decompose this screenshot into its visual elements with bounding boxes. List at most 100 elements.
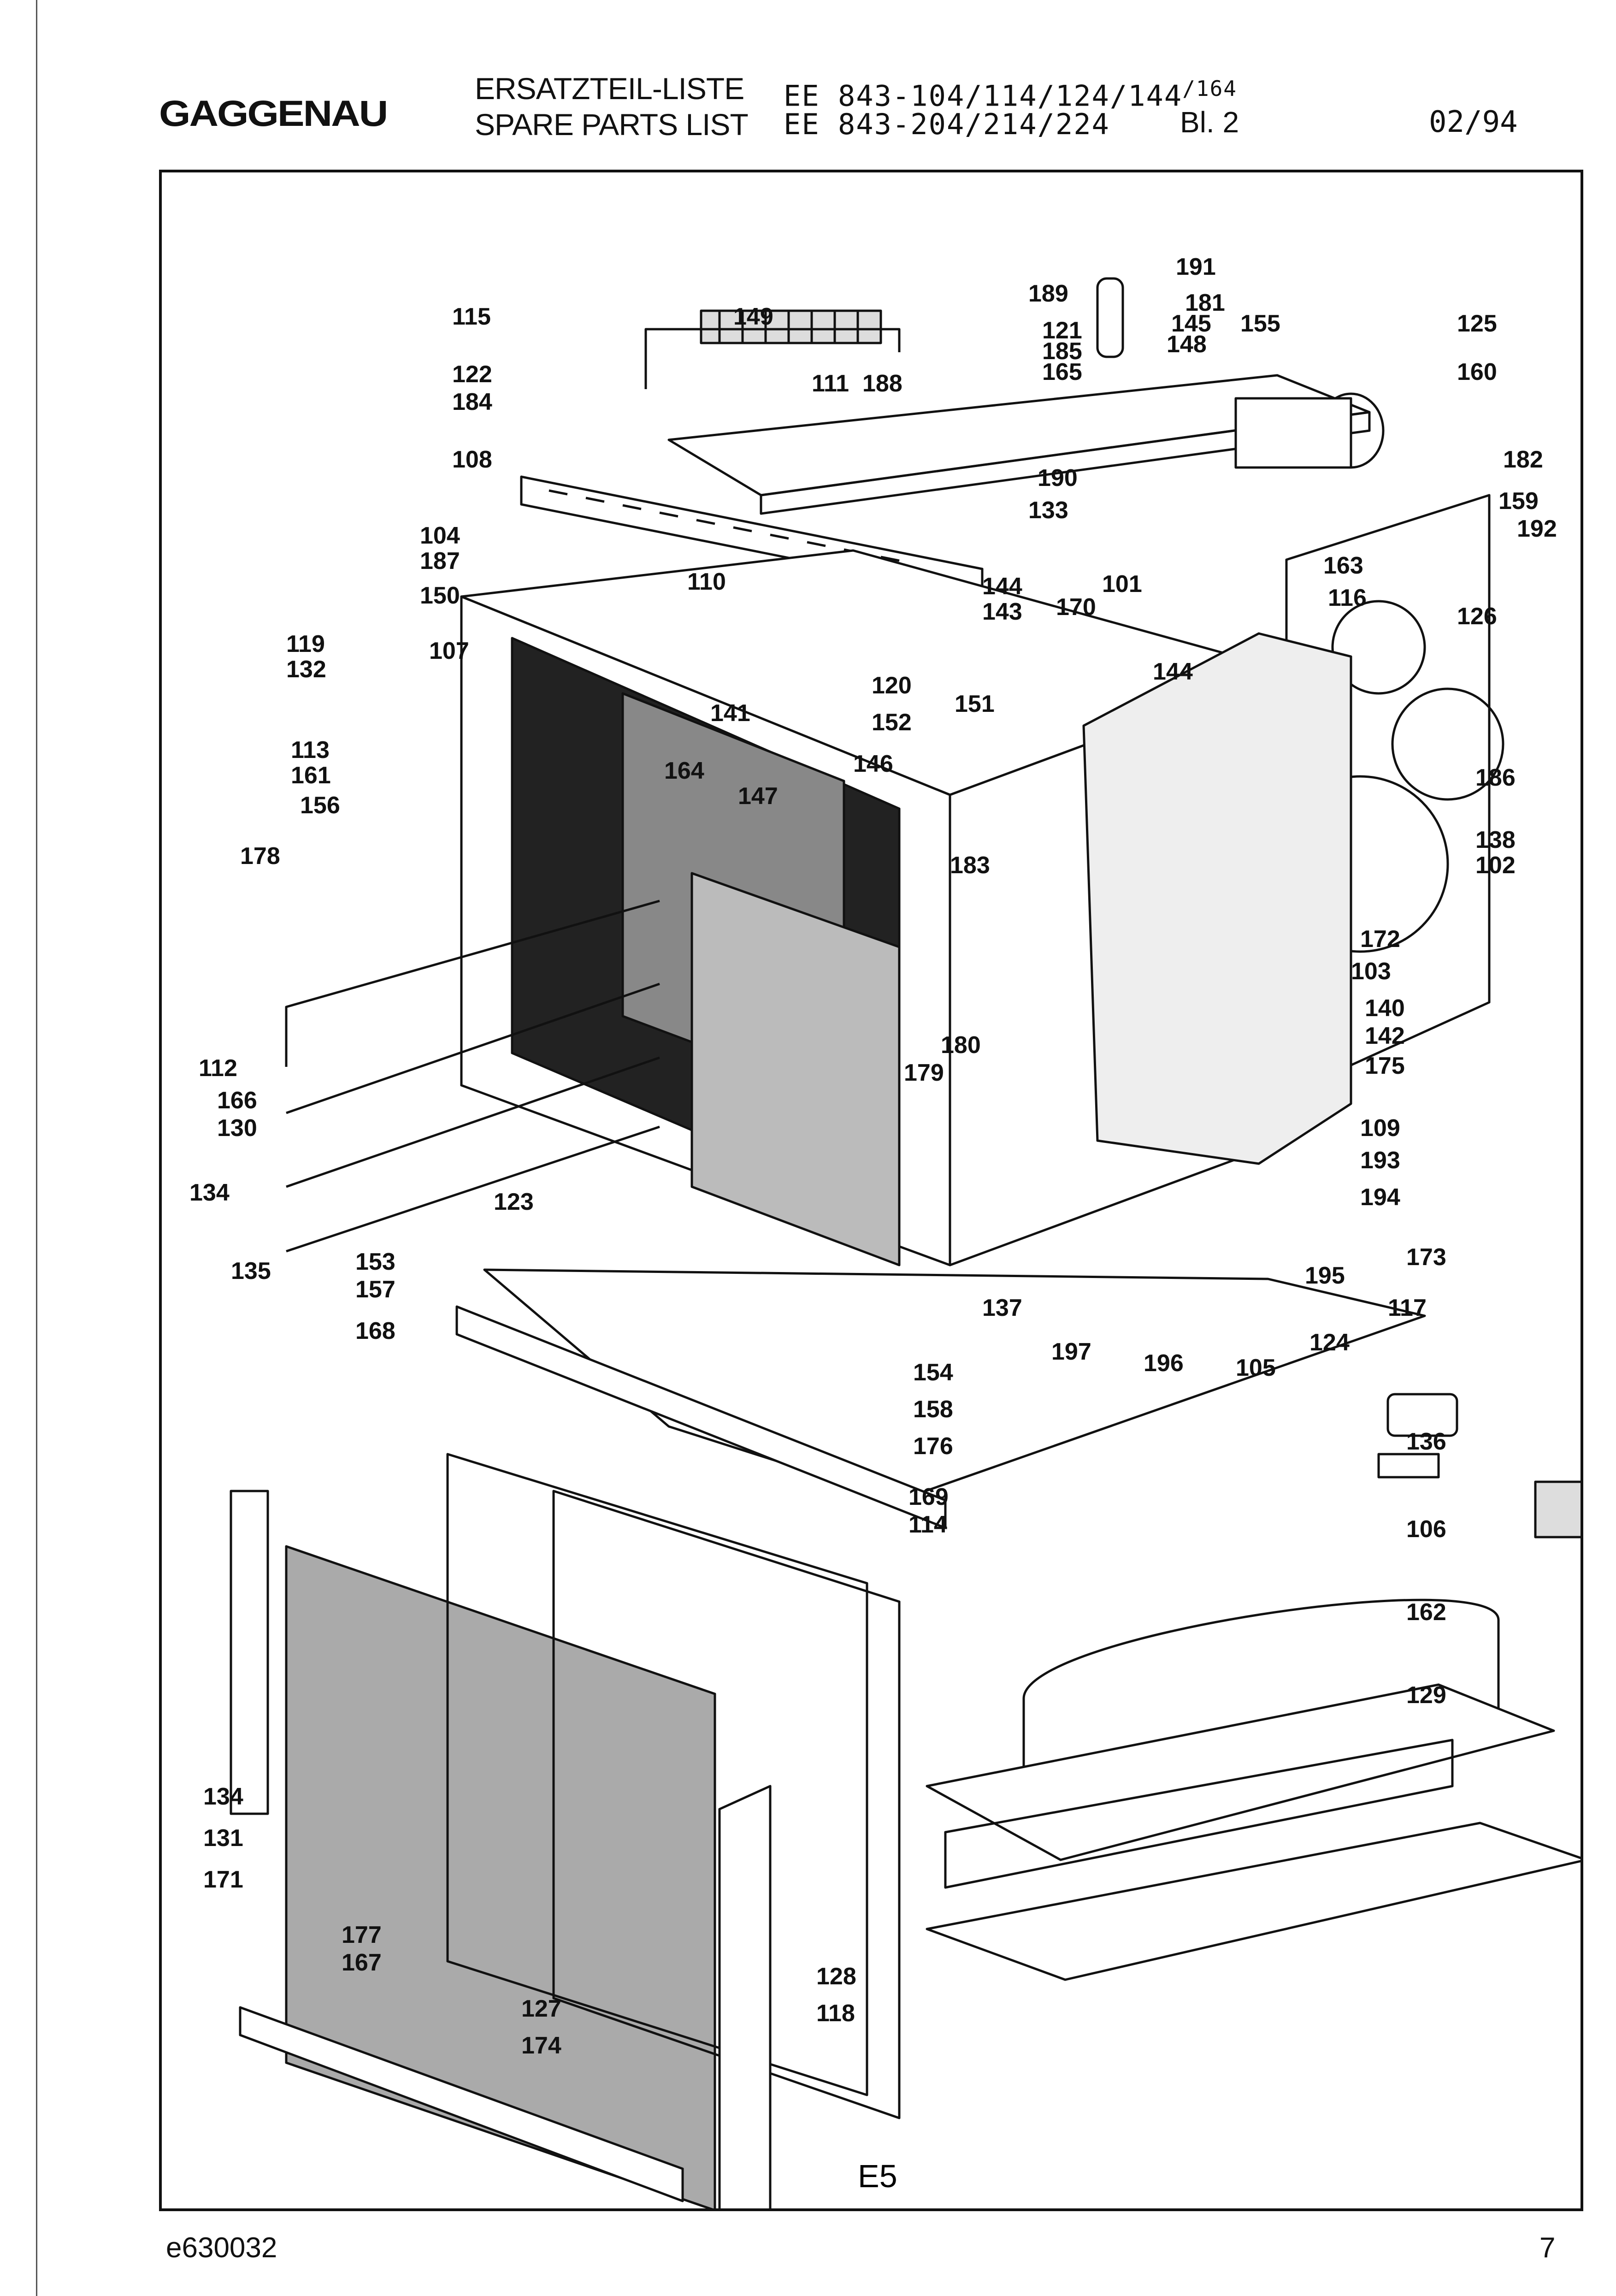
door-hinge-side bbox=[230, 1490, 269, 1815]
callout-110: 110 bbox=[687, 568, 726, 595]
fan-cover-grid bbox=[690, 872, 901, 1266]
callout-111: 111 bbox=[812, 370, 849, 397]
callout-165: 165 bbox=[1042, 359, 1082, 385]
callout-149: 149 bbox=[733, 303, 773, 330]
oven-rack bbox=[944, 1739, 1454, 1889]
model-numbers-line1-suffix: /164 bbox=[1182, 76, 1237, 101]
callout-164: 164 bbox=[664, 757, 704, 784]
callout-133: 133 bbox=[1028, 497, 1068, 524]
callout-115: 115 bbox=[452, 303, 491, 330]
fan-blade bbox=[1391, 687, 1504, 801]
callout-150: 150 bbox=[420, 582, 460, 609]
callout-144b: 144 bbox=[1153, 658, 1193, 685]
callout-153: 153 bbox=[355, 1249, 395, 1275]
callout-142: 142 bbox=[1365, 1023, 1405, 1049]
callout-113: 113 bbox=[291, 737, 330, 763]
callout-107: 107 bbox=[429, 638, 469, 664]
callout-151: 151 bbox=[955, 691, 995, 717]
callout-136: 136 bbox=[1406, 1428, 1446, 1455]
baking-tray-upper bbox=[926, 1683, 1555, 1861]
callout-134b: 134 bbox=[203, 1783, 243, 1810]
callout-121: 121 bbox=[1042, 317, 1082, 344]
title-english: SPARE PARTS LIST bbox=[475, 107, 749, 142]
switch-bracket bbox=[644, 328, 901, 389]
door-gasket bbox=[552, 1490, 901, 2119]
callout-134: 134 bbox=[189, 1179, 230, 1206]
callout-137: 137 bbox=[982, 1295, 1022, 1321]
callout-181: 181 bbox=[1185, 290, 1225, 316]
callout-128: 128 bbox=[816, 1963, 856, 1990]
callout-175: 175 bbox=[1365, 1053, 1405, 1079]
callout-147: 147 bbox=[738, 783, 778, 810]
callout-195: 195 bbox=[1305, 1262, 1345, 1289]
front-rail-bottom bbox=[455, 1305, 947, 1529]
callout-129: 129 bbox=[1406, 1682, 1446, 1709]
callout-118: 118 bbox=[816, 2000, 855, 2027]
callout-143: 143 bbox=[982, 598, 1022, 625]
rear-panel-opening bbox=[1331, 600, 1426, 695]
callout-154: 154 bbox=[913, 1359, 953, 1386]
callout-117: 117 bbox=[1388, 1295, 1427, 1321]
callout-197: 197 bbox=[1051, 1338, 1091, 1365]
callout-169: 169 bbox=[908, 1484, 949, 1510]
title-german: ERSATZTEIL-LISTE bbox=[475, 71, 744, 106]
callout-105: 105 bbox=[1236, 1355, 1276, 1381]
callout-108: 108 bbox=[452, 446, 492, 473]
top-cover-panel bbox=[667, 374, 1371, 515]
callout-140: 140 bbox=[1365, 995, 1405, 1022]
callout-170: 170 bbox=[1056, 594, 1096, 621]
callout-116: 116 bbox=[1328, 585, 1367, 611]
callout-135: 135 bbox=[231, 1258, 271, 1284]
callout-186: 186 bbox=[1475, 764, 1516, 791]
diagram-frame bbox=[159, 170, 1583, 2211]
callout-174: 174 bbox=[521, 2032, 561, 2059]
callout-160: 160 bbox=[1457, 359, 1497, 385]
callout-190: 190 bbox=[1038, 465, 1078, 491]
callout-172: 172 bbox=[1360, 926, 1400, 953]
callout-191: 191 bbox=[1176, 254, 1216, 280]
callout-144: 144 bbox=[982, 573, 1022, 600]
callout-125: 125 bbox=[1457, 310, 1497, 337]
callout-146: 146 bbox=[853, 751, 893, 777]
callout-101: 101 bbox=[1102, 571, 1142, 598]
callout-196: 196 bbox=[1144, 1350, 1184, 1377]
callout-130: 130 bbox=[217, 1115, 257, 1142]
document-number: e630032 bbox=[166, 2232, 277, 2264]
page-code: E5 bbox=[858, 2158, 897, 2194]
callout-167: 167 bbox=[342, 1949, 382, 1976]
callout-126: 126 bbox=[1457, 603, 1497, 630]
terminal-block bbox=[1534, 1480, 1581, 1539]
callout-124: 124 bbox=[1309, 1329, 1350, 1356]
callout-166: 166 bbox=[217, 1087, 257, 1114]
callout-155: 155 bbox=[1240, 310, 1280, 337]
callout-189: 189 bbox=[1028, 280, 1068, 307]
callout-161: 161 bbox=[291, 762, 331, 789]
baking-tray-lower bbox=[926, 1822, 1581, 1981]
callout-184: 184 bbox=[452, 389, 492, 415]
callout-185: 185 bbox=[1042, 338, 1082, 365]
callout-132: 132 bbox=[286, 656, 326, 683]
callout-173: 173 bbox=[1406, 1244, 1446, 1271]
callout-112: 112 bbox=[199, 1055, 237, 1082]
callout-188: 188 bbox=[862, 370, 902, 397]
callout-114: 114 bbox=[908, 1511, 947, 1538]
shelf-supports bbox=[285, 899, 660, 1253]
callout-171: 171 bbox=[203, 1866, 243, 1893]
door-glass-outer bbox=[285, 1545, 716, 2208]
model-numbers-line2: EE 843-204/214/224 bbox=[784, 107, 1110, 141]
callout-123: 123 bbox=[494, 1189, 534, 1215]
callout-192: 192 bbox=[1517, 515, 1557, 542]
model-numbers-line1: EE 843-104/114/124/144/164 bbox=[784, 69, 1237, 116]
callout-193: 193 bbox=[1360, 1147, 1400, 1174]
callout-182: 182 bbox=[1503, 446, 1543, 473]
callout-176: 176 bbox=[913, 1433, 953, 1460]
issue-date: 02/94 bbox=[1429, 105, 1518, 139]
callout-138: 138 bbox=[1475, 827, 1516, 853]
callout-178: 178 bbox=[240, 843, 280, 870]
blower-motor bbox=[1234, 392, 1385, 469]
callout-122: 122 bbox=[452, 361, 492, 388]
callout-157: 157 bbox=[355, 1276, 395, 1303]
sheet-label: Bl. 2 bbox=[1180, 106, 1239, 139]
callout-106: 106 bbox=[1406, 1516, 1446, 1543]
thermostat bbox=[1386, 1393, 1458, 1437]
